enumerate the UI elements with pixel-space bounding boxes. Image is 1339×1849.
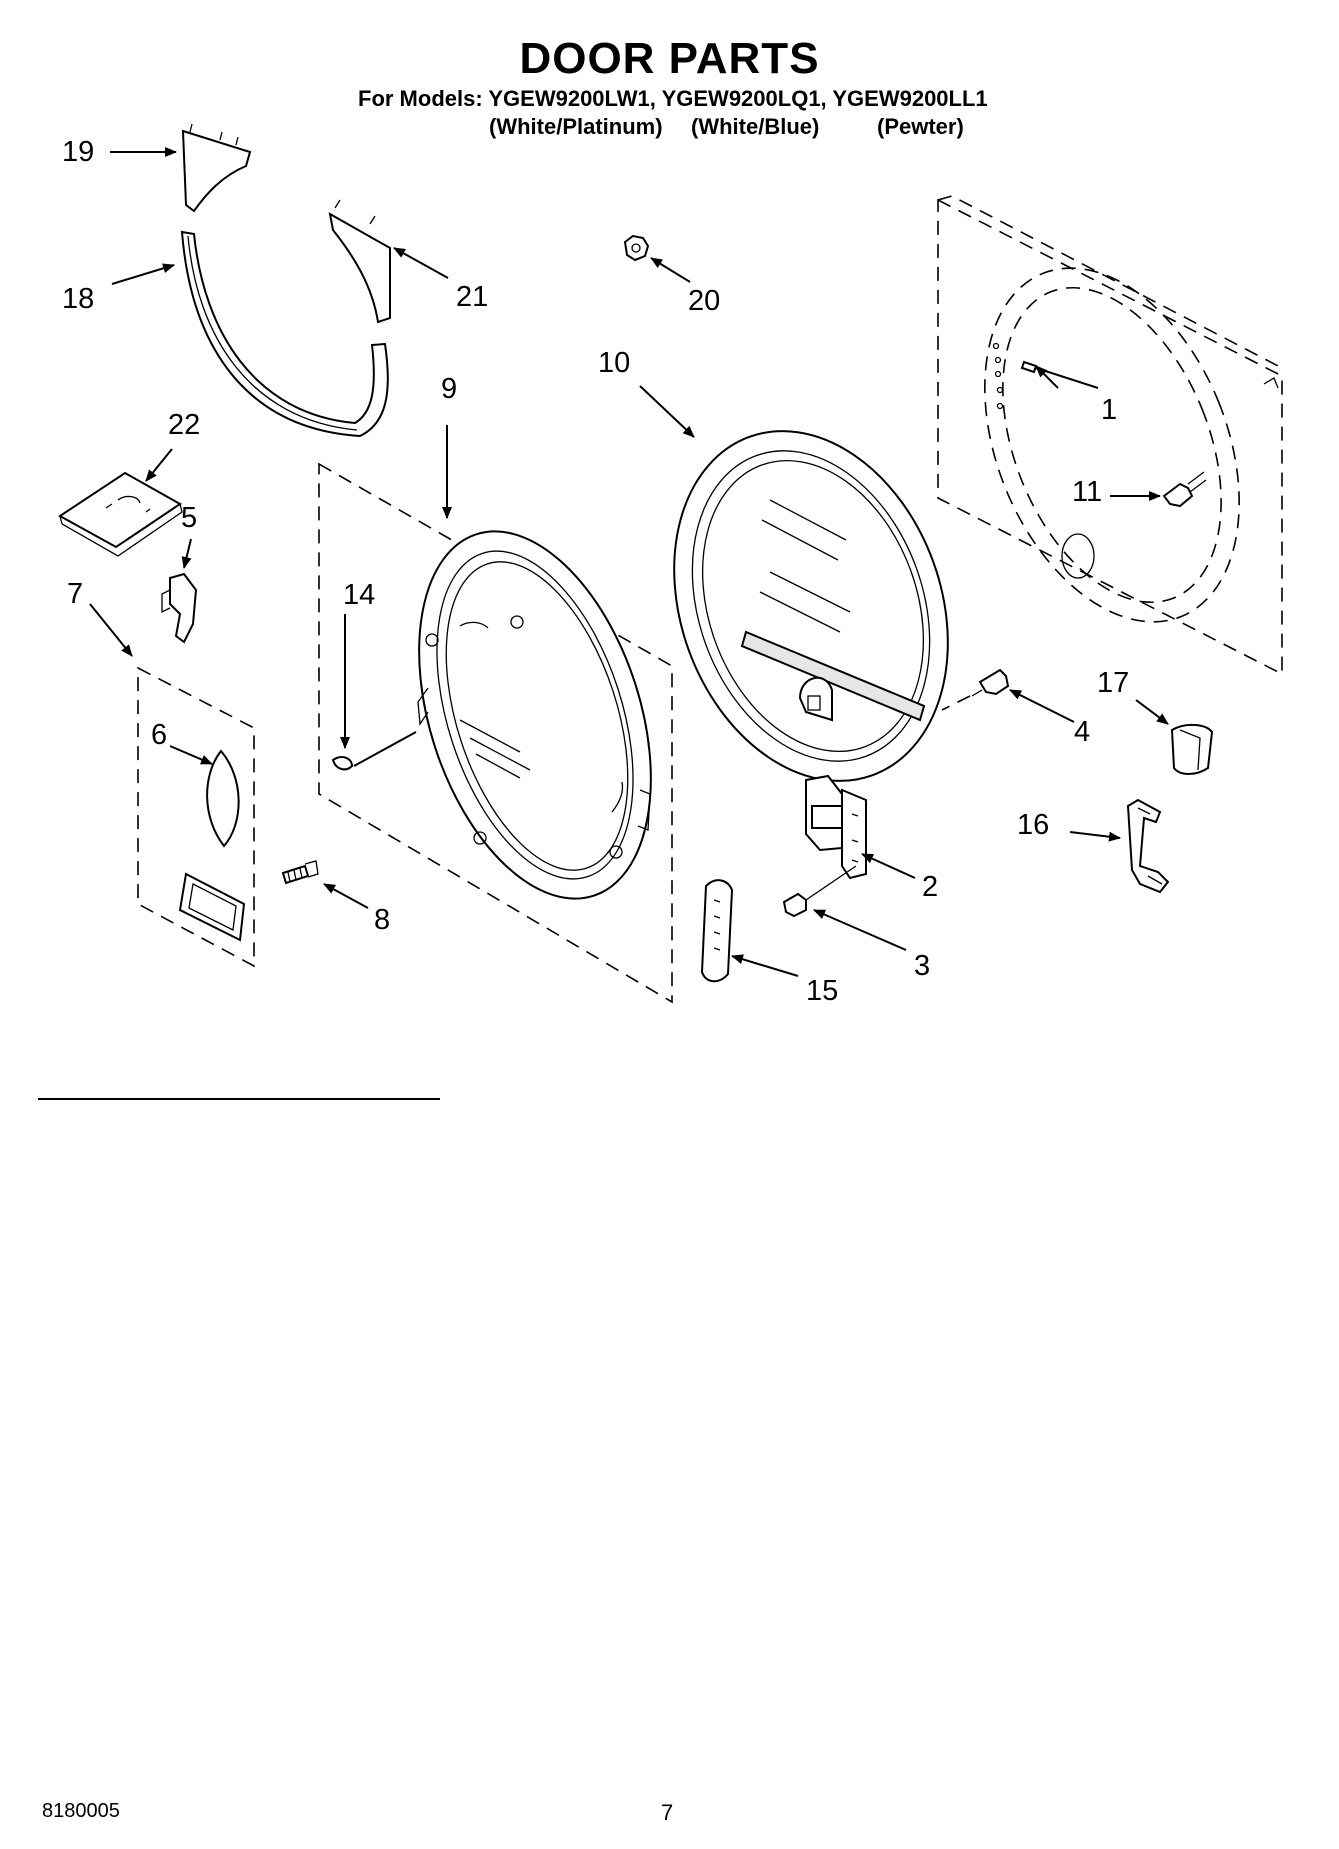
leader-5 bbox=[181, 538, 192, 569]
leader-4-dashed bbox=[941, 695, 971, 711]
part-8-screw bbox=[281, 860, 319, 885]
callout-1: 1 bbox=[1101, 394, 1118, 426]
leader-1-b bbox=[1035, 367, 1099, 389]
part-7-frame bbox=[137, 666, 255, 968]
callout-15: 15 bbox=[806, 975, 839, 1007]
part-1-screw bbox=[1020, 360, 1038, 374]
callout-6: 6 bbox=[151, 719, 168, 751]
footer-part-code: 8180005 bbox=[42, 1800, 120, 1822]
callout-20: 19 bbox=[62, 136, 95, 168]
callout-2: 2 bbox=[922, 871, 939, 903]
leader-6 bbox=[169, 745, 213, 765]
callout-5: 5 bbox=[181, 502, 198, 534]
part-20-top-trim bbox=[181, 123, 252, 213]
part-2-hinge bbox=[805, 774, 867, 880]
leader-22 bbox=[145, 448, 173, 482]
callout-4: 4 bbox=[1074, 716, 1091, 748]
callout-9: 9 bbox=[441, 373, 458, 405]
leader-21 bbox=[393, 247, 449, 279]
leader-19 bbox=[111, 263, 175, 285]
color-white-platinum: (White/Platinum) bbox=[489, 114, 663, 139]
part-9-frame bbox=[318, 462, 673, 1004]
leader-10 bbox=[639, 385, 695, 438]
callout-10: 10 bbox=[598, 347, 631, 379]
handle-pocket bbox=[178, 872, 246, 942]
part-17-trim-cap bbox=[1170, 724, 1214, 775]
callout-17: 17 bbox=[1097, 667, 1130, 699]
callout-14: 14 bbox=[343, 579, 376, 611]
callout-16: 16 bbox=[1017, 809, 1050, 841]
part-15-hinge-cover bbox=[700, 879, 734, 983]
part-19-seal-arc bbox=[180, 230, 389, 438]
leader-18 bbox=[650, 257, 691, 283]
part-5-latch-clip bbox=[161, 572, 198, 644]
part-4-screw bbox=[971, 668, 1010, 697]
part-14-rivet bbox=[331, 756, 354, 771]
callout-21: 21 bbox=[456, 281, 489, 313]
part-18-nut bbox=[623, 234, 650, 262]
part-11-screw bbox=[1162, 471, 1207, 508]
color-pewter: (Pewter) bbox=[877, 114, 964, 139]
footer-page-number: 7 bbox=[661, 1800, 674, 1825]
part-22-cover-plate bbox=[58, 471, 183, 557]
leader-15 bbox=[731, 954, 799, 977]
leader-14-link bbox=[353, 731, 417, 767]
color-white-blue: (White/Blue) bbox=[691, 114, 820, 139]
leader-16 bbox=[1069, 831, 1121, 842]
part-21-side-trim bbox=[328, 199, 391, 324]
inner-door-ring bbox=[417, 530, 652, 900]
part-16-bracket bbox=[1126, 798, 1170, 894]
part-3-screw bbox=[782, 865, 857, 918]
models-line: For Models: YGEW9200LW1, YGEW9200LQ1, YG… bbox=[358, 86, 988, 111]
part-10-outer-door-ring bbox=[673, 430, 949, 782]
leader-4 bbox=[1009, 689, 1075, 723]
leader-17 bbox=[1135, 699, 1169, 725]
leader-3 bbox=[813, 909, 907, 951]
callout-22: 22 bbox=[168, 409, 201, 441]
part-6-lens bbox=[206, 749, 240, 848]
callout-7: 7 bbox=[67, 578, 84, 610]
page-title: DOOR PARTS bbox=[519, 34, 820, 83]
callout-18: 20 bbox=[688, 285, 721, 317]
leader-2 bbox=[861, 853, 916, 879]
callout-8: 8 bbox=[374, 904, 391, 936]
part-1-front-panel bbox=[937, 195, 1283, 676]
leader-7 bbox=[89, 603, 133, 657]
callout-19: 18 bbox=[62, 283, 95, 315]
leader-8 bbox=[323, 883, 369, 909]
callout-3: 3 bbox=[914, 950, 931, 982]
callout-11: 11 bbox=[1072, 476, 1103, 508]
